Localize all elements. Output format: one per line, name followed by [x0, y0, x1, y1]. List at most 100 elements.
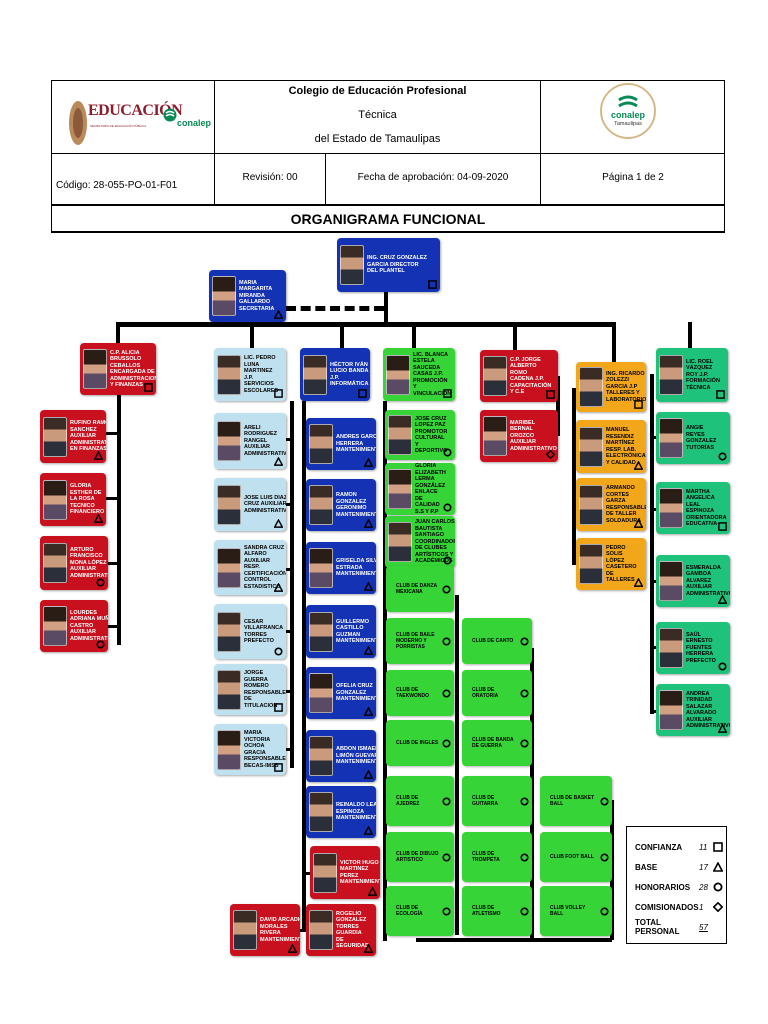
club-label: CLUB VOLLEY BALL	[550, 905, 586, 917]
org-card-ft-5: ANDREA TRINIDAD SALAZAR ALVARADO AUXILIA…	[656, 684, 730, 736]
circle-icon	[443, 556, 452, 565]
circle-icon	[96, 578, 105, 587]
club-label: CLUB DE CANTO	[472, 638, 514, 644]
document-title: ORGANIGRAMA FUNCIONAL	[51, 205, 725, 232]
person-photo	[659, 690, 683, 730]
connector-line	[650, 374, 654, 714]
circle-icon	[442, 585, 451, 594]
org-card-text: MARIA MARGARITA MIRANDA GALLARDO SECRETA…	[239, 279, 275, 312]
club-c11: CLUB DE DIBUJO ARTISTICO	[386, 832, 454, 882]
org-card-text: JORGE GUERRA ROMERO RESPONSABLE DE TITUL…	[244, 670, 286, 709]
triangle-icon	[364, 582, 373, 591]
connector-line	[286, 568, 292, 571]
connector-line	[104, 497, 118, 500]
club-c5: CLUB DE ORATORIA	[462, 670, 532, 716]
circle-icon	[442, 739, 451, 748]
person-photo	[43, 479, 67, 520]
triangle-icon	[94, 451, 103, 460]
org-card-fin-1: RUFINO RAMOS SANCHEZ AUXILIAR ADMINISTRA…	[40, 410, 106, 463]
connector-line	[106, 562, 118, 565]
org-card-pro-3: JUAN CARLOS BAUTISTA SANTIAGO COORDINADO…	[385, 516, 455, 568]
connector-line	[612, 322, 616, 364]
triangle-icon	[634, 519, 643, 528]
connector-line	[302, 504, 308, 507]
person-photo	[659, 488, 683, 528]
circle-icon	[96, 640, 105, 649]
connector-line	[290, 401, 294, 768]
person-photo	[217, 484, 241, 525]
legend-row: BASE 17	[635, 861, 724, 873]
connector-line	[302, 692, 308, 695]
institution-line1: Colegio de Educación Profesional	[288, 85, 467, 97]
connector-line	[416, 938, 612, 942]
square-icon	[713, 842, 723, 852]
legend-spacer	[713, 922, 723, 932]
connector-line	[302, 756, 308, 759]
triangle-icon	[364, 458, 373, 467]
org-card-tal-1: MANUEL RESENDIZ MARTÍNEZ RESP. LAB. ELEC…	[576, 420, 646, 473]
circle-icon	[600, 853, 609, 862]
org-card-tal-jefe: ING. RICARDO ZOLEZZI GARCIA J.P TALLERES…	[576, 362, 646, 412]
triangle-icon	[274, 519, 283, 528]
org-card-text: C.P. ALICIA BRUSSOLO CEBALLOS ENCARGADA …	[110, 349, 156, 389]
legend-count: 28	[699, 882, 708, 892]
person-photo	[309, 673, 333, 713]
person-photo	[579, 367, 603, 407]
person-photo	[483, 356, 507, 396]
connector-line	[572, 388, 576, 564]
conalep-tamaulipas-logo: conalep Tamaulipas	[600, 83, 656, 139]
club-c4: CLUB DE TAEKWONDO	[386, 670, 454, 716]
club-label: CLUB DE TROMPETA	[472, 851, 500, 863]
org-card-text: ING. CRUZ GONZALEZ GARCIA DIRECTOR DEL P…	[367, 255, 427, 275]
secretary-dashed-connector	[286, 306, 384, 311]
club-label: CLUB DE BANDA DE GUERRA	[472, 737, 514, 749]
circle-icon	[520, 689, 529, 698]
conalep-small-logo: conalep	[163, 106, 211, 136]
triangle-icon	[364, 519, 373, 528]
square-icon	[274, 763, 283, 772]
club-c9: CLUB DE GUITARRA	[462, 776, 532, 826]
circle-icon	[443, 503, 452, 512]
circle-icon	[600, 797, 609, 806]
square-icon	[634, 400, 643, 409]
triangle-icon	[274, 457, 283, 466]
sep-logo-subtext: SECRETARÍA DE EDUCACIÓN PÚBLICA	[90, 124, 147, 128]
org-card-pro-jefe: LIC. BLANCA ESTELA SAUCEDA CASAS J.P. PR…	[383, 348, 455, 401]
club-c16: CLUB VOLLEY BALL	[540, 886, 612, 936]
org-card-text: ING. RICARDO ZOLEZZI GARCIA J.P TALLERES…	[606, 370, 646, 403]
org-card-director: ING. CRUZ GONZALEZ GARCIA DIRECTOR DEL P…	[337, 238, 440, 292]
circle-icon	[443, 448, 452, 457]
connector-line	[612, 322, 616, 326]
person-photo	[309, 611, 333, 652]
connector-line	[117, 395, 121, 645]
square-icon	[358, 389, 367, 398]
org-card-text: CESAR VILLAFRANCA TORRES PREFECTO	[244, 618, 283, 645]
org-card-ft-2: MARTHA ANGELICA LEAL ESPINOZA ORIENTADOR…	[656, 482, 730, 534]
circle-icon	[442, 637, 451, 646]
org-card-finanzas-jefe: C.P. ALICIA BRUSSOLO CEBALLOS ENCARGADA …	[80, 343, 156, 395]
person-photo	[483, 416, 507, 456]
org-card-esc-3: SANDRA CRUZ ALFARO AUXILIAR RESP. CERTIF…	[214, 540, 286, 595]
connector-line	[104, 432, 118, 435]
connector-line	[286, 630, 292, 633]
org-card-inf-jefe: HÉCTOR IVÁN LUCIO BANDA J.P. INFORMÁTICA	[300, 348, 370, 401]
connector-line	[572, 504, 578, 507]
connector-line	[513, 322, 517, 352]
triangle-icon	[288, 944, 297, 953]
circle-icon	[718, 452, 727, 461]
org-card-text: JOSE LUIS DIAZ CRUZ AUXILIAR ADMINISTRAT…	[244, 494, 286, 514]
triangle-icon	[94, 514, 103, 523]
conalep-mark-icon	[163, 108, 177, 122]
circle-icon	[600, 907, 609, 916]
club-c12: CLUB DE TROMPETA	[462, 832, 532, 882]
org-card-text: GLORIA ESTHER DE LA ROSA TECNICO FINANCI…	[70, 483, 105, 516]
connector-line	[116, 322, 614, 327]
conalep-brand-text: conalep	[610, 110, 645, 120]
org-card-ft-jefe: LIC. ROEL VÁZQUEZ ROY J.P. FORMACIÓN TÉC…	[656, 348, 728, 402]
person-photo	[43, 606, 67, 646]
circle-icon	[520, 907, 529, 916]
legend-count: 11	[699, 842, 708, 852]
legend-label: HONORARIOS	[635, 882, 691, 892]
connector-line	[106, 625, 118, 628]
